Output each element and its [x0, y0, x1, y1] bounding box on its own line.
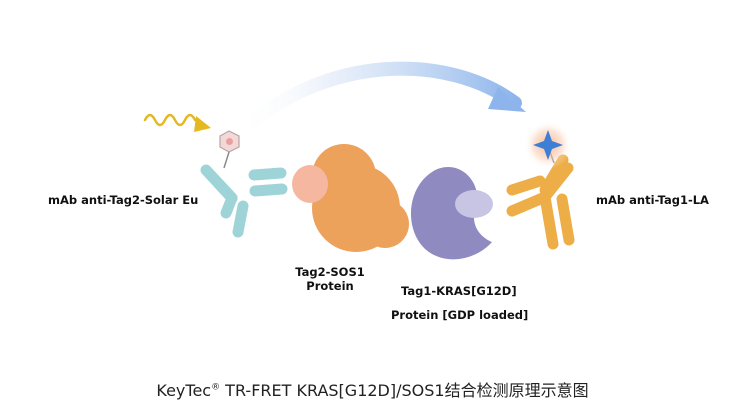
sos1-protein-shape — [312, 144, 409, 252]
la-antibody-shape — [506, 154, 575, 250]
sos1-tag2 — [292, 165, 328, 203]
caption-text: TR-FRET KRAS[G12D]/SOS1结合检测原理示意图 — [220, 381, 589, 400]
eu-donor-fluorophore — [219, 130, 240, 153]
kras-label-line1: Tag1-KRAS[G12D] — [401, 284, 517, 298]
energy-transfer-arrow — [228, 61, 522, 142]
la-acceptor-star — [533, 130, 563, 160]
la-antibody-label: mAb anti-Tag1-LA — [596, 193, 709, 207]
energy-arrow-head — [488, 87, 526, 112]
kras-tag1 — [455, 190, 493, 218]
sos1-label: Tag2-SOS1 Protein — [290, 265, 370, 294]
caption-brand: KeyTec — [156, 381, 212, 400]
sos1-label-line2: Protein — [306, 278, 354, 293]
eu-antibody-label: mAb anti-Tag2-Solar Eu — [48, 193, 199, 207]
kras-label-line2: Protein [GDP loaded] — [391, 308, 529, 322]
caption-registered-mark: ® — [211, 382, 221, 393]
eu-linker — [223, 151, 230, 169]
eu-antibody-shape — [200, 164, 288, 238]
sos1-label-line1: Tag2-SOS1 — [295, 265, 365, 279]
excitation-light-wave — [143, 113, 197, 127]
excitation-arrow-head — [194, 116, 211, 132]
figure-caption: KeyTec® TR-FRET KRAS[G12D]/SOS1结合检测原理示意图 — [0, 377, 745, 401]
